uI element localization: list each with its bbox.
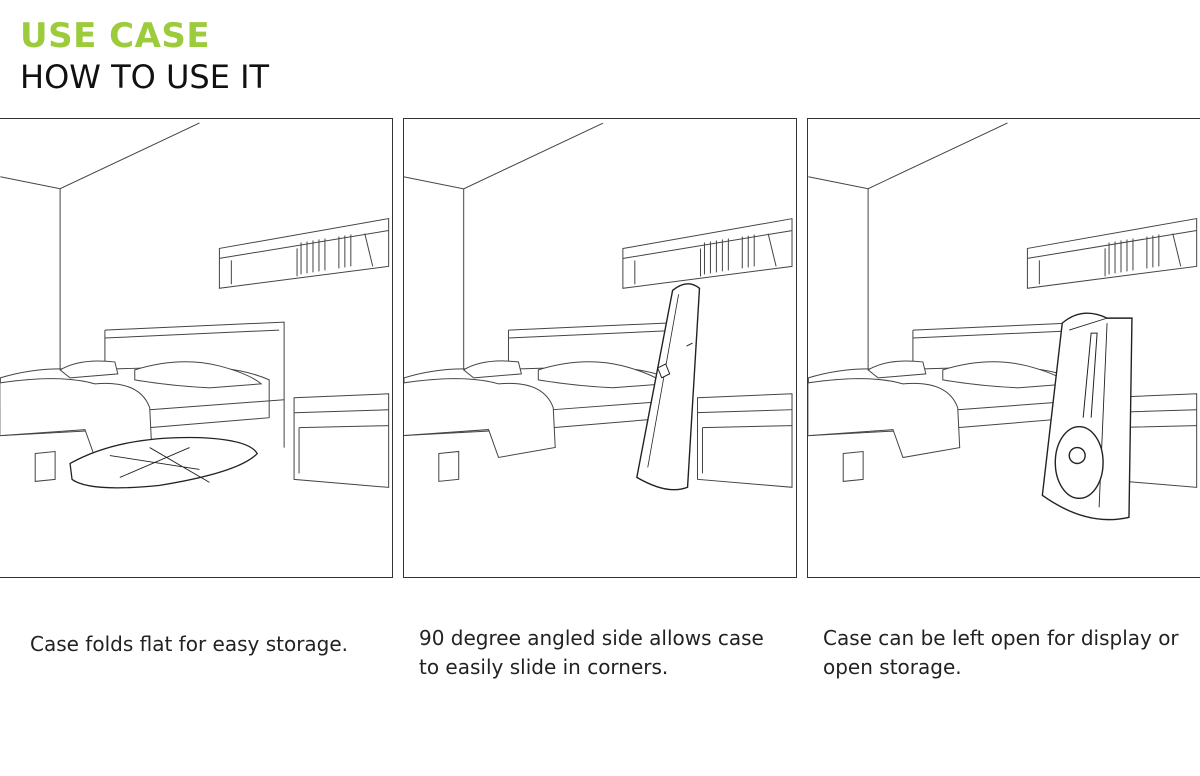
illustration-standing-case — [403, 118, 797, 578]
standing-case — [636, 283, 701, 491]
bedroom-sketch-3 — [808, 122, 1198, 521]
open-case-with-guitar — [1041, 312, 1133, 521]
caption-1: Case folds flat for easy storage. — [30, 632, 349, 656]
illustration-folded-case — [0, 118, 393, 578]
illustration-open-case — [807, 118, 1200, 578]
section-title: USE CASE — [20, 16, 211, 56]
folded-case — [69, 436, 259, 489]
caption-2: 90 degree angled side allows case to eas… — [419, 626, 764, 679]
bedroom-sketch-1 — [0, 122, 390, 489]
bedroom-sketch-2 — [404, 122, 793, 491]
caption-3: Case can be left open for display or ope… — [823, 626, 1179, 679]
section-subtitle: HOW TO USE IT — [20, 58, 270, 96]
